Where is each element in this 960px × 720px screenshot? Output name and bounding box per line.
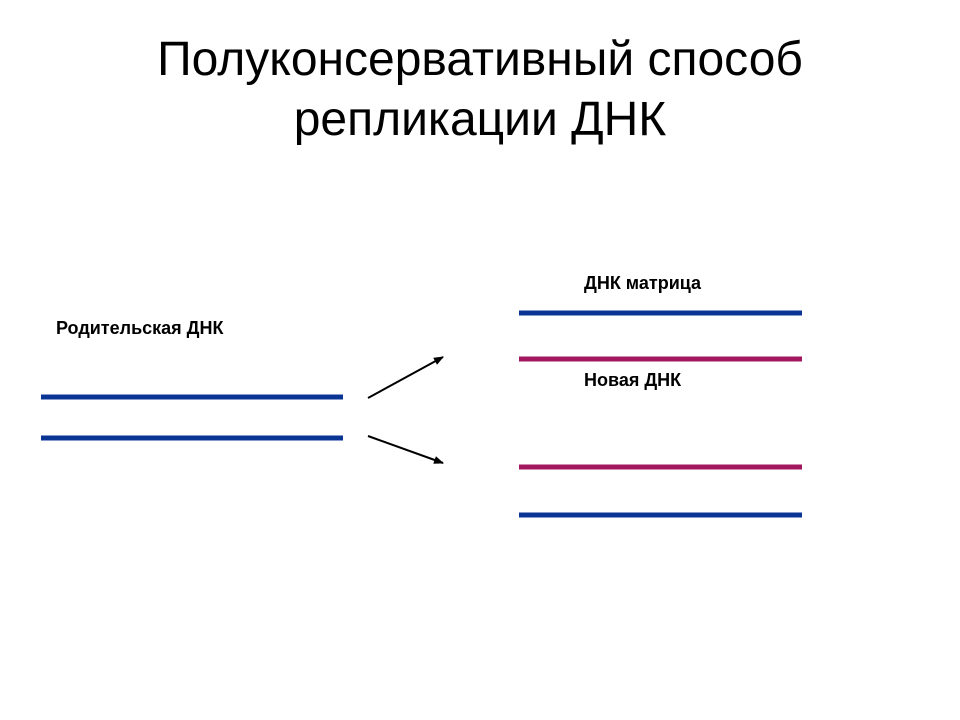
arrow-down bbox=[367, 435, 444, 464]
new-dna-label: Новая ДНК bbox=[584, 370, 682, 390]
arrow-up bbox=[367, 356, 444, 399]
title-line-2: репликации ДНК bbox=[293, 93, 667, 146]
title-line-1: Полуконсервативный способ bbox=[157, 33, 803, 86]
slide-title: Полуконсервативный способ репликации ДНК bbox=[0, 30, 960, 150]
parent-dna-label: Родительская ДНК bbox=[56, 318, 224, 338]
template-dna-label: ДНК матрица bbox=[584, 273, 702, 293]
